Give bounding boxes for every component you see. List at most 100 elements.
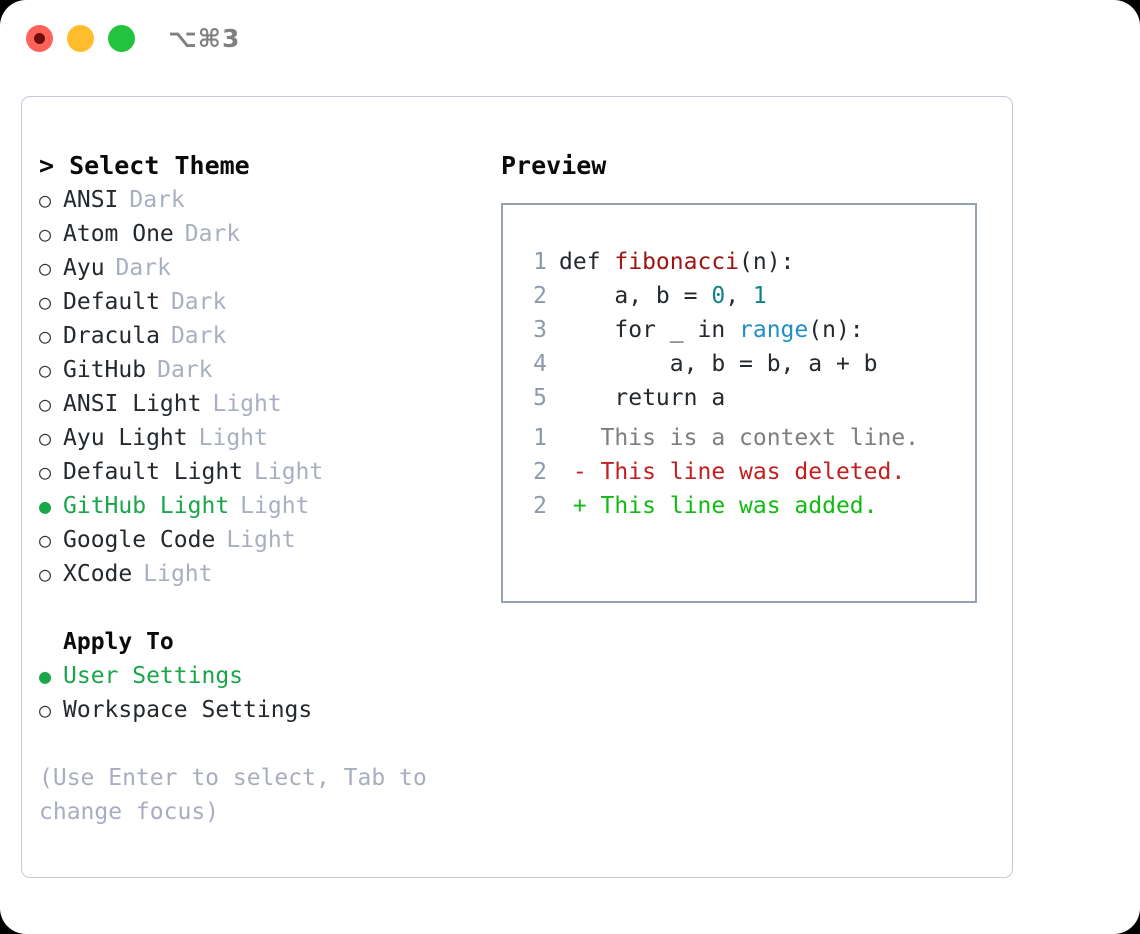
theme-variant-tag: Light [143, 561, 213, 587]
diff-text: This is a context line. [559, 425, 920, 451]
theme-name: ANSI Light [63, 391, 202, 417]
theme-name: Google Code [63, 527, 216, 553]
theme-list-item[interactable]: ○ Default Dark [39, 285, 489, 319]
theme-list-item[interactable]: ○ XCode Light [39, 557, 489, 591]
page-title: > Select Theme [39, 151, 250, 180]
radio-unselected-icon: ○ [39, 256, 52, 280]
diff-line: 2 + This line was added. [525, 489, 919, 523]
line-number: 1 [533, 425, 547, 451]
theme-list-item[interactable]: ○ Ayu Dark [39, 251, 489, 285]
apply-to-section: Apply To ●User Settings ○ Workspace Settin… [39, 625, 489, 727]
line-number: 5 [533, 385, 547, 411]
theme-name: GitHub Light [63, 493, 230, 519]
line-number: 3 [533, 317, 547, 343]
theme-variant-tag: Light [240, 493, 310, 519]
apply-to-option[interactable]: ●User Settings [39, 659, 489, 693]
keyboard-hint: (Use Enter to select, Tab to change focu… [39, 765, 427, 825]
theme-variant-tag: Light [198, 425, 268, 451]
code-token: a, b = [559, 283, 712, 309]
radio-unselected-icon: ○ [39, 188, 52, 212]
theme-name: ANSI [63, 187, 119, 213]
radio-selected-icon: ● [39, 494, 52, 518]
code-token: 1 [752, 283, 767, 309]
code-token: range [739, 317, 809, 343]
theme-name: Atom One [63, 221, 174, 247]
theme-variant-tag: Light [212, 391, 282, 417]
apply-to-option-label: Workspace Settings [63, 697, 313, 723]
theme-variant-tag: Dark [157, 357, 213, 383]
code-line: 3 for _ in range(n): [525, 313, 878, 347]
theme-name: Default [63, 289, 160, 315]
radio-unselected-icon: ○ [39, 392, 52, 416]
theme-name: Ayu Light [63, 425, 188, 451]
code-token: def [559, 249, 615, 275]
radio-unselected-icon: ○ [39, 222, 52, 246]
close-button[interactable] [26, 25, 53, 52]
radio-unselected-icon: ○ [39, 460, 52, 484]
theme-list-item[interactable]: ○ Dracula Dark [39, 319, 489, 353]
code-token: (n): [808, 317, 864, 343]
theme-variant-tag: Light [226, 527, 296, 553]
radio-unselected-icon: ○ [39, 358, 52, 382]
radio-unselected-icon: ○ [39, 426, 52, 450]
theme-name: Default Light [63, 459, 244, 485]
code-token: (n): [739, 249, 795, 275]
line-number: 2 [533, 283, 547, 309]
theme-list-item[interactable]: ○ Default Light Light [39, 455, 489, 489]
theme-list-item[interactable]: ○ Atom One Dark [39, 217, 489, 251]
code-token: 0 [711, 283, 726, 309]
radio-unselected-icon: ○ [39, 562, 52, 586]
theme-variant-tag: Light [254, 459, 324, 485]
radio-selected-icon: ● [39, 664, 52, 688]
theme-list-item[interactable]: ○ Ayu Light Light [39, 421, 489, 455]
code-token: for _ in [559, 317, 740, 343]
theme-list-item[interactable]: ○ ANSI Light Light [39, 387, 489, 421]
preview-title: Preview [501, 151, 607, 180]
theme-variant-tag: Dark [170, 289, 227, 315]
line-number: 4 [533, 351, 547, 377]
line-number: 1 [533, 249, 547, 275]
code-token: return a [559, 385, 726, 411]
maximize-button[interactable] [108, 25, 135, 52]
diff-line: 2 - This line was deleted. [525, 455, 919, 489]
code-token: , [725, 283, 753, 309]
theme-name: Ayu [63, 255, 105, 281]
theme-variant-tag: Dark [115, 255, 171, 281]
apply-to-list[interactable]: ●User Settings ○ Workspace Settings [39, 659, 489, 727]
theme-variant-tag: Dark [184, 221, 241, 247]
minimize-button[interactable] [67, 25, 94, 52]
keyboard-shortcut-label: ⌥⌘3 [168, 24, 241, 53]
theme-list-item[interactable]: ● GitHub Light Light [39, 489, 489, 523]
line-number: 2 [533, 493, 547, 519]
code-token: fibonacci [614, 249, 740, 275]
line-number: 2 [533, 459, 547, 485]
theme-name: XCode [63, 561, 133, 587]
diff-text: - This line was deleted. [559, 459, 906, 485]
theme-variant-tag: Dark [129, 187, 185, 213]
theme-list-item[interactable]: ○ Google Code Light [39, 523, 489, 557]
radio-unselected-icon: ○ [39, 290, 52, 314]
code-token: a, b = b, a + b [559, 351, 878, 377]
theme-list-item[interactable]: ○ ANSI Dark [39, 183, 489, 217]
theme-variant-tag: Dark [170, 323, 227, 349]
code-line: 5 return a [525, 381, 878, 415]
radio-unselected-icon: ○ [39, 324, 52, 348]
code-line: 2 a, b = 0, 1 [525, 279, 878, 313]
apply-to-title: Apply To [63, 629, 174, 655]
diff-line: 1 This is a context line. [525, 421, 919, 455]
diff-sample: 1 This is a context line.2 - This line w… [525, 421, 919, 523]
diff-text: + This line was added. [559, 493, 878, 519]
radio-unselected-icon: ○ [39, 528, 52, 552]
title-bar: ⌥⌘3 [0, 0, 1140, 78]
apply-to-option[interactable]: ○ Workspace Settings [39, 693, 489, 727]
radio-unselected-icon: ○ [39, 698, 52, 722]
theme-name: Dracula [63, 323, 160, 349]
code-line: 1 def fibonacci(n): [525, 245, 878, 279]
